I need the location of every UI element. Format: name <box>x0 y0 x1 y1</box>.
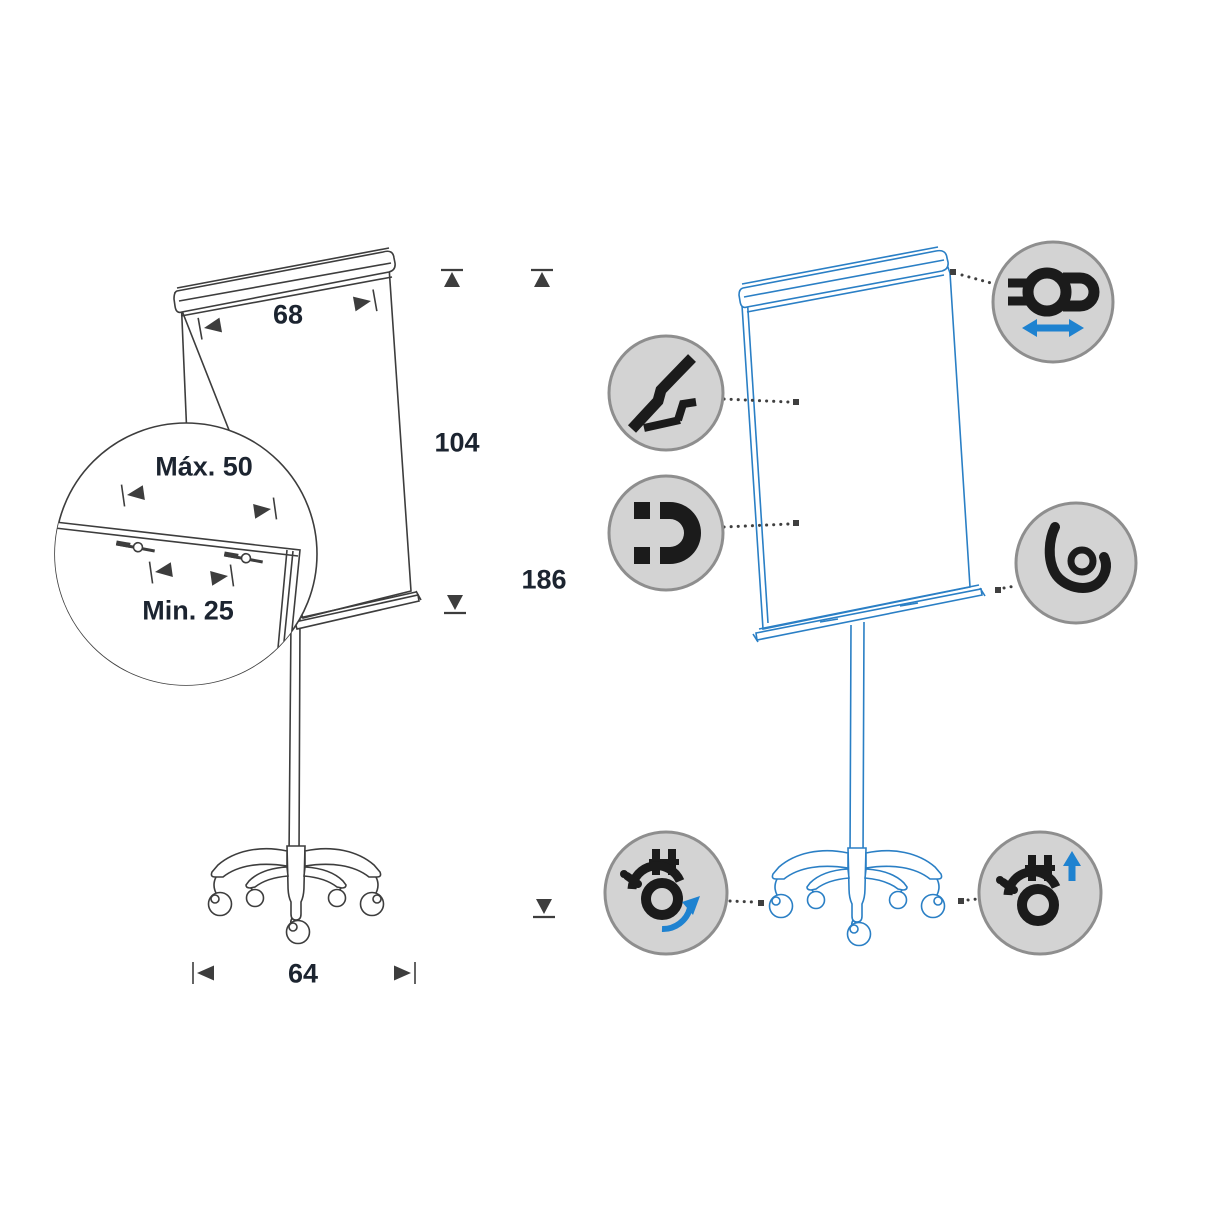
horizontal-adjust-arrow <box>1022 319 1084 337</box>
right-pole <box>849 621 865 861</box>
badge-circle <box>607 474 725 592</box>
board-height-label: 104 <box>434 427 480 458</box>
magnet-icon <box>634 502 701 564</box>
right-pen-tray-lip <box>752 584 986 643</box>
left-clamp-roll-line <box>178 262 393 317</box>
total-height-label: 186 <box>521 564 567 595</box>
feature-badge-magnetic <box>607 474 725 592</box>
left-pen-tray-lip <box>298 590 422 619</box>
left-pole <box>288 618 301 859</box>
right-clamp-roll-line <box>743 259 945 313</box>
badge-circle <box>603 830 729 956</box>
feature-badge-paper-clamp-adjust <box>991 240 1115 364</box>
right-board <box>740 252 971 630</box>
badge-circle <box>607 334 725 452</box>
inset-board-detail <box>55 521 301 685</box>
lift-up-arrow <box>1063 851 1081 881</box>
feature-leader-lines <box>722 269 1017 906</box>
badge-circle <box>1014 501 1138 625</box>
right-easel-drawing <box>738 246 986 947</box>
feature-badge-swivel-caster <box>603 830 729 956</box>
caster-hook-icon <box>1044 522 1111 593</box>
feature-badge-caster-hook <box>1014 501 1138 625</box>
left-pen-tray <box>293 594 420 630</box>
paper-clamp-width-adjust-icon <box>1008 267 1100 337</box>
feature-badge-locking-caster <box>977 830 1103 956</box>
base-width-label: 64 <box>287 958 319 989</box>
left-easel-drawing <box>173 247 422 945</box>
right-pen-tray <box>755 588 983 641</box>
rotate-arrow <box>661 896 700 932</box>
paper-width-label: 68 <box>272 299 304 330</box>
right-rolling-base <box>768 847 946 947</box>
right-board-edge <box>746 294 769 624</box>
clamp-min-label: Min. 25 <box>142 595 234 626</box>
pen-tray-icon <box>627 354 697 433</box>
left-rolling-base <box>207 845 385 945</box>
clamp-detail-inset <box>54 422 318 686</box>
badge-circle <box>991 240 1115 364</box>
feature-badge-pen-tray <box>607 334 725 452</box>
left-top-strip <box>176 247 390 289</box>
clamp-max-label: Máx. 50 <box>155 451 253 482</box>
right-top-strip <box>741 246 939 285</box>
